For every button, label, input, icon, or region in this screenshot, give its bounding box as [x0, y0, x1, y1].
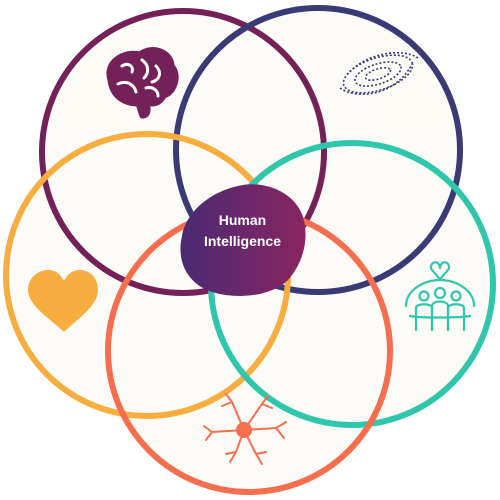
center-title-line1: Human	[218, 212, 267, 228]
brain-icon	[106, 47, 179, 119]
center-blob	[180, 184, 306, 296]
galaxy-icon	[339, 52, 419, 95]
circle-galaxy	[173, 5, 463, 295]
community-icon	[404, 261, 476, 332]
center-title-line2: Intelligence	[203, 233, 282, 249]
heart-icon	[28, 270, 98, 332]
neuron-icon	[203, 393, 287, 465]
center-label: Human Intelligence	[180, 210, 305, 252]
circle-brain	[39, 8, 327, 296]
